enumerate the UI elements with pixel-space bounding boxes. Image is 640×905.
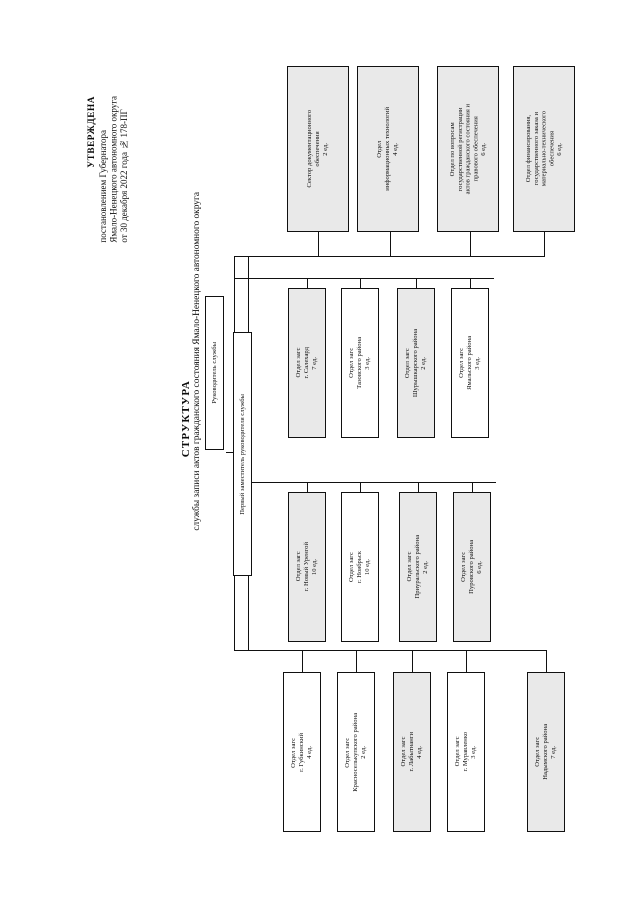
zags-units-r3-3: 4 ед.: [415, 745, 423, 759]
zags-name-r2-4: Отдел загс Пуровского района: [460, 540, 476, 594]
zags-box-r2-2[interactable]: Отдел загс г. Ноябрьск 10 ед.: [341, 492, 379, 642]
zags-units-r3-2: 2 ед.: [359, 745, 367, 759]
leadership-box-head[interactable]: Руководитель службы: [205, 296, 224, 450]
connector-row2-bus: [234, 482, 496, 483]
zags-name-r3-3: Отдел загс г. Лабытнанги: [400, 732, 416, 772]
connector-row3-1: [302, 650, 303, 672]
leadership-label-deputy: Первый заместитель руководителя службы: [238, 393, 246, 515]
zags-units-r3-1: 4 ед.: [305, 745, 313, 759]
zags-units-r2-3: 2 ед.: [421, 560, 429, 574]
connector-row2-2: [360, 482, 361, 492]
zags-units-r1-3: 2 ед.: [419, 356, 427, 370]
zags-units-r3-5: 7 ед.: [549, 745, 557, 759]
department-box-3[interactable]: Отдел по вопросам государственной регист…: [437, 66, 499, 232]
department-units-3: 6 ед.: [479, 142, 487, 156]
zags-name-r1-1: Отдел загс г. Салехард: [295, 347, 311, 379]
zags-box-r1-2[interactable]: Отдел загс Тазовского района 3 ед.: [341, 288, 379, 438]
zags-units-r1-2: 3 ед.: [363, 356, 371, 370]
zags-box-r1-1[interactable]: Отдел загс г. Салехард 7 ед.: [288, 288, 326, 438]
approved-by-block: постановлением Губернатора Ямало-Ненецко…: [98, 96, 130, 243]
department-box-1[interactable]: Сектор документационного обеспечения 2 е…: [287, 66, 349, 232]
department-name-4: Отдел финансирования, государственного з…: [524, 111, 555, 187]
zags-units-r3-4: 3 ед.: [469, 745, 477, 759]
zags-name-r3-5: Отдел загс Надымского района: [534, 724, 550, 780]
connector-dept-1: [318, 232, 319, 257]
zags-units-r2-1: 10 ед.: [310, 558, 318, 576]
connector-dept-3: [470, 232, 471, 257]
approved-label-block: УТВЕРЖДЕНА: [86, 96, 97, 168]
zags-box-r3-2[interactable]: Отдел загс Красноселькупского района 2 е…: [337, 672, 375, 832]
zags-box-r2-4[interactable]: Отдел загс Пуровского района 6 ед.: [453, 492, 491, 642]
zags-name-r2-3: Отдел загс Приуральского района: [406, 535, 422, 599]
zags-box-r2-1[interactable]: Отдел загс г. Новый Уренгой 10 ед.: [288, 492, 326, 642]
leadership-box-deputy[interactable]: Первый заместитель руководителя службы: [233, 332, 252, 576]
zags-units-r2-4: 6 ед.: [475, 560, 483, 574]
approved-by-text: постановлением Губернатора Ямало-Ненецко…: [98, 96, 130, 243]
zags-name-r1-2: Отдел загс Тазовского района: [348, 337, 364, 389]
zags-name-r2-2: Отдел загс г. Ноябрьск: [348, 550, 364, 583]
connector-row1-3: [416, 278, 417, 288]
connector-row2-1: [307, 482, 308, 492]
connector-row2-4: [472, 482, 473, 492]
document-subtitle: службы записи актов гражданского состоян…: [192, 192, 202, 531]
zags-units-r1-1: 7 ед.: [310, 356, 318, 370]
document-subtitle-block: службы записи актов гражданского состоян…: [192, 192, 203, 531]
connector-dept-bus: [234, 256, 544, 257]
zags-name-r2-1: Отдел загс г. Новый Уренгой: [295, 542, 311, 592]
department-box-2[interactable]: Отдел информационных технологий 4 ед.: [357, 66, 419, 232]
department-name-3: Отдел по вопросам государственной регист…: [448, 103, 479, 195]
connector-row3-bus: [234, 650, 546, 651]
zags-name-r3-2: Отдел загс Красноселькупского района: [344, 712, 360, 792]
approved-label: УТВЕРЖДЕНА: [86, 96, 96, 168]
zags-name-r1-3: Отдел загс Шурышкарского района: [404, 328, 420, 398]
department-name-1: Сектор документационного обеспечения: [306, 110, 322, 188]
zags-box-r3-3[interactable]: Отдел загс г. Лабытнанги 4 ед.: [393, 672, 431, 832]
zags-box-r2-3[interactable]: Отдел загс Приуральского района 2 ед.: [399, 492, 437, 642]
connector-row3-2: [356, 650, 357, 672]
connector-row3-3: [412, 650, 413, 672]
connector-row3-4: [466, 650, 467, 672]
zags-name-r1-4: Отдел загс Ямальского района: [458, 336, 474, 390]
connector-row3-5: [546, 650, 547, 672]
connector-row1-2: [360, 278, 361, 288]
leadership-label-head: Руководитель службы: [210, 342, 218, 404]
department-units-4: 6 ед.: [555, 142, 563, 156]
department-name-2: Отдел информационных технологий: [376, 107, 392, 191]
department-box-4[interactable]: Отдел финансирования, государственного з…: [513, 66, 575, 232]
department-units-1: 2 ед.: [321, 142, 329, 156]
zags-box-r1-3[interactable]: Отдел загс Шурышкарского района 2 ед.: [397, 288, 435, 438]
zags-name-r3-4: Отдел загс г. Муравленко: [454, 732, 470, 772]
connector-row1-1: [307, 278, 308, 288]
connector-row1-bus: [234, 278, 494, 279]
connector-row1-4: [470, 278, 471, 288]
zags-box-r1-4[interactable]: Отдел загс Ямальского района 3 ед.: [451, 288, 489, 438]
connector-row2-3: [418, 482, 419, 492]
connector-dept-2: [390, 232, 391, 257]
zags-units-r1-4: 3 ед.: [473, 356, 481, 370]
zags-box-r3-4[interactable]: Отдел загс г. Муравленко 3 ед.: [447, 672, 485, 832]
department-units-2: 4 ед.: [391, 142, 399, 156]
zags-name-r3-1: Отдел загс г. Губкинский: [290, 732, 306, 772]
zags-box-r3-1[interactable]: Отдел загс г. Губкинский 4 ед.: [283, 672, 321, 832]
zags-units-r2-2: 10 ед.: [363, 558, 371, 576]
zags-box-r3-5[interactable]: Отдел загс Надымского района 7 ед.: [527, 672, 565, 832]
connector-dept-4: [544, 232, 545, 257]
